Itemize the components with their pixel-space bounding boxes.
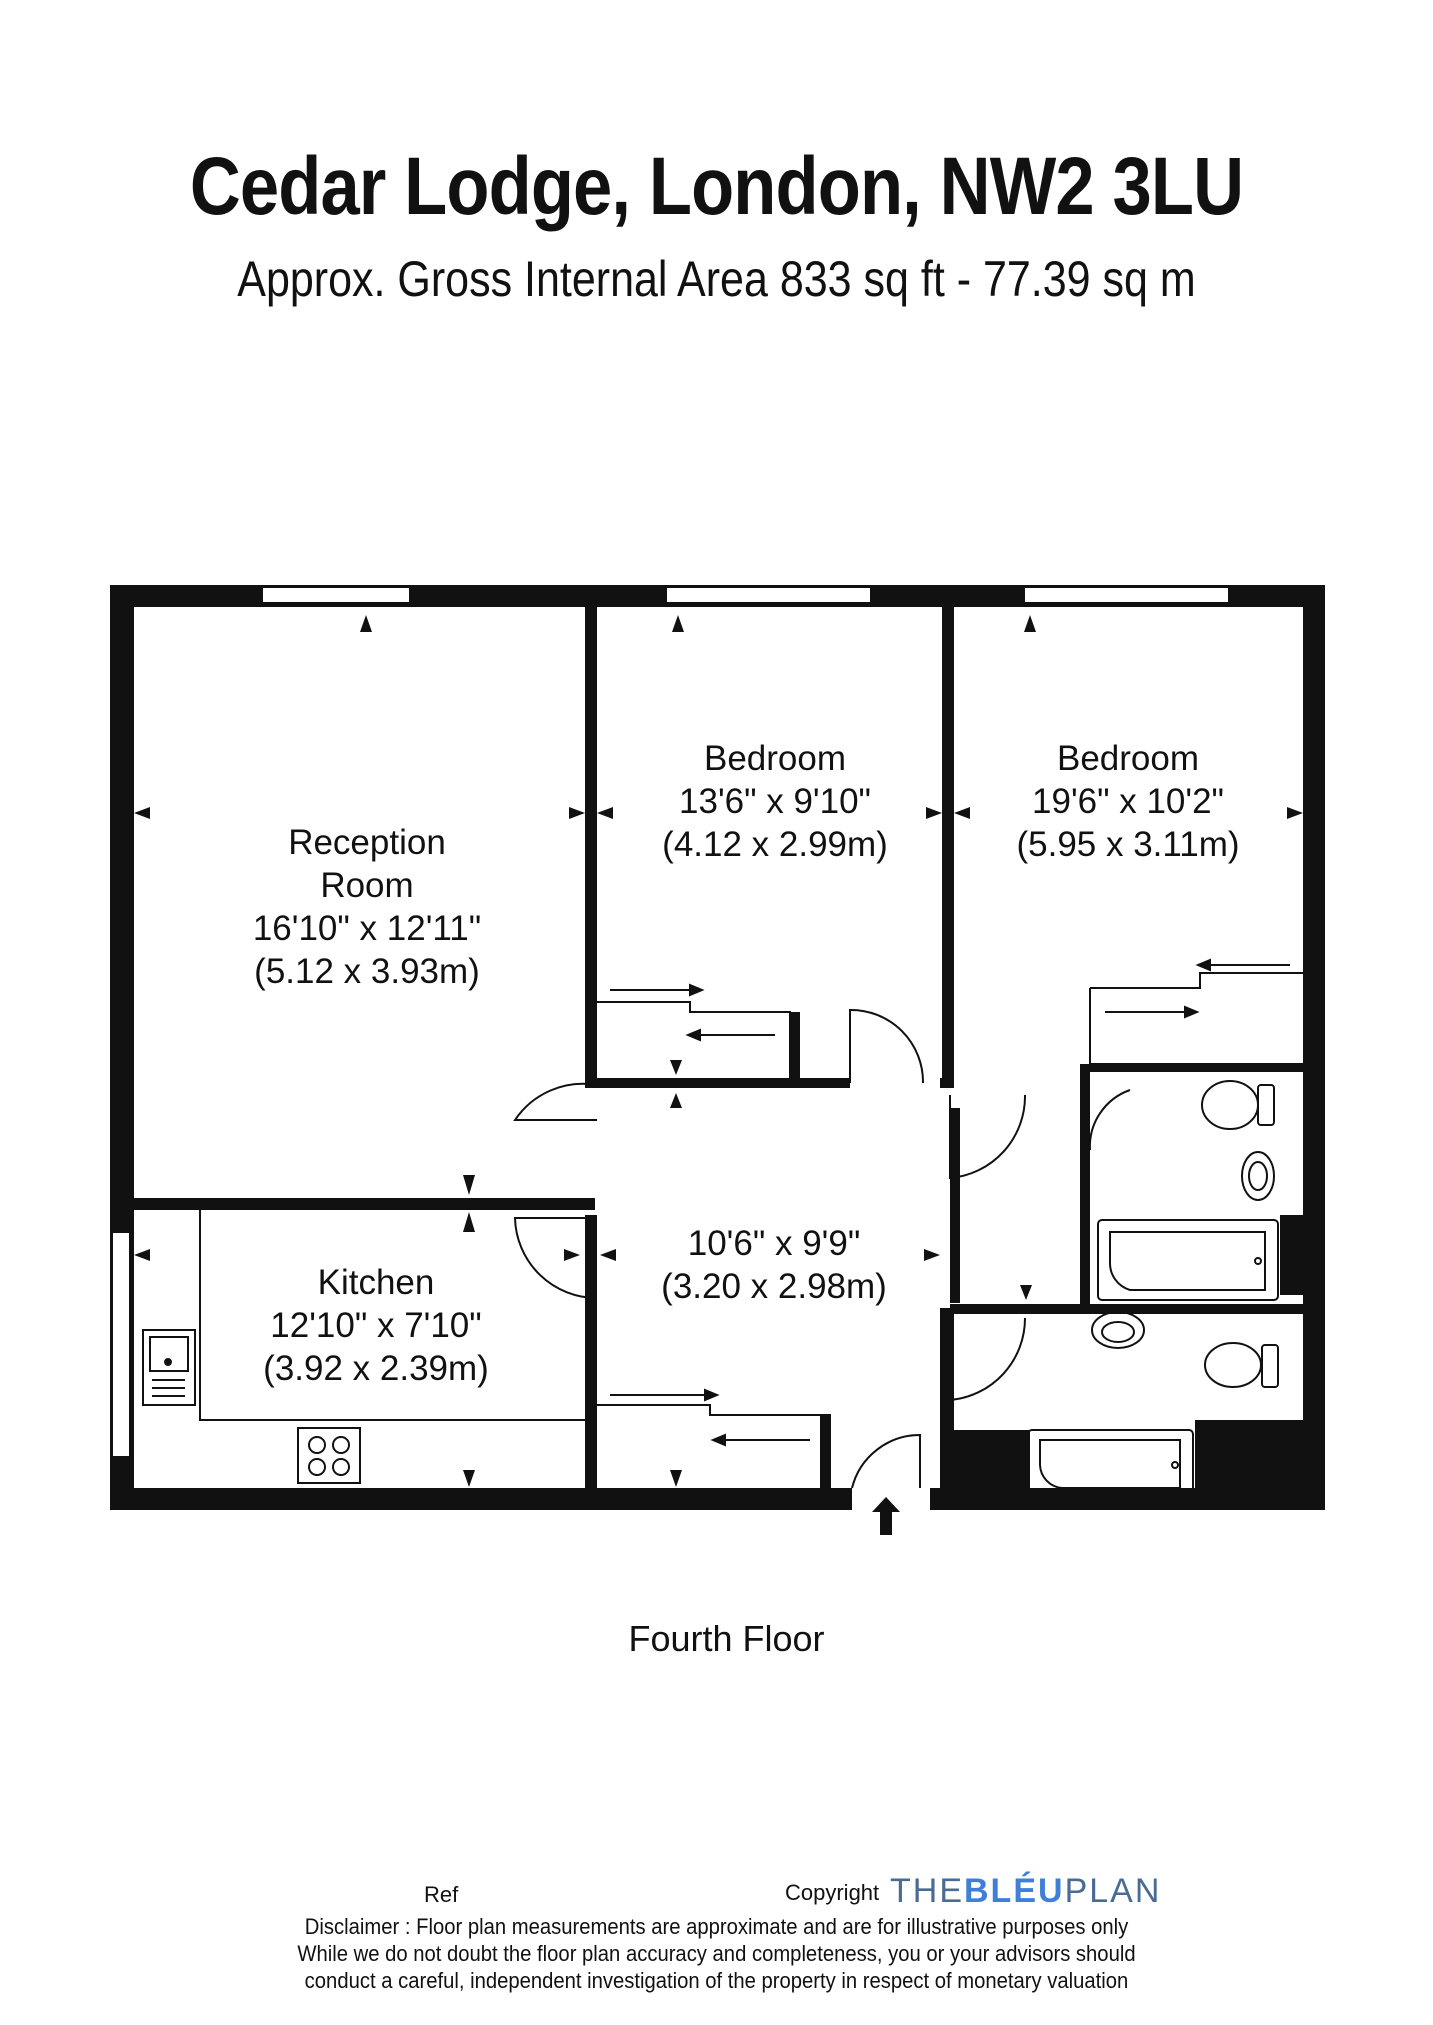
bedroom2-imperial: 19'6" x 10'2" (1032, 782, 1224, 821)
disclaimer-line: While we do not doubt the floor plan acc… (297, 1941, 1136, 1966)
ensuite-basin (1241, 1151, 1275, 1201)
reception-metric: (5.12 x 3.93m) (254, 952, 480, 991)
logo-suffix: PLAN (1064, 1872, 1162, 1910)
ref-label: Ref (424, 1882, 459, 1907)
wardrobe-bedroom2 (1090, 972, 1305, 989)
bathroom-fittings (1027, 1080, 1279, 1501)
partition-kitchen-top (130, 1198, 595, 1210)
wardrobe-hall (597, 1404, 831, 1490)
partition-corridor-top-right (940, 1078, 954, 1088)
bedroom2-name: Bedroom (1057, 739, 1199, 778)
room-bedroom-1: Bedroom 13'6" x 9'10" (4.12 x 2.99m) (662, 739, 888, 864)
kitchen-worktop (199, 1210, 585, 1421)
door-entrance (851, 1433, 921, 1489)
bathroom-toilet (1204, 1342, 1262, 1388)
entrance-arrow (872, 1497, 900, 1535)
partition-bedroom-bedroom (942, 600, 954, 1085)
page-title: Cedar Lodge, London, NW2 3LU (189, 141, 1244, 232)
kitchen-metric: (3.92 x 2.39m) (263, 1349, 489, 1388)
floor-label: Fourth Floor (628, 1618, 825, 1659)
partition-bath-top (950, 1304, 1305, 1314)
brand-logo: THEBLÉUPLAN (890, 1872, 1161, 1911)
door-bathroom (949, 1317, 1027, 1402)
disclaimer-line: Disclaimer : Floor plan measurements are… (304, 1914, 1129, 1939)
kitchen-sink (142, 1329, 196, 1406)
kitchen-imperial: 12'10" x 7'10" (270, 1306, 481, 1345)
room-kitchen: Kitchen 12'10" x 7'10" (3.92 x 2.39m) (263, 1263, 489, 1388)
room-bedroom-2: Bedroom 19'6" x 10'2" (5.95 x 3.11m) (1016, 739, 1239, 864)
windows (111, 586, 1230, 1458)
partition-kitchen-right (585, 1215, 597, 1490)
bedroom1-imperial: 13'6" x 9'10" (679, 782, 871, 821)
partition-hall-right (950, 1108, 960, 1303)
measurement-arrows (134, 615, 1303, 1535)
reception-imperial: 16'10" x 12'11" (253, 909, 481, 948)
wardrobes (597, 972, 1305, 1490)
bathroom-basin (1091, 1311, 1145, 1349)
bath-corner-block-2 (1195, 1420, 1305, 1490)
ensuite-wall-stub (1280, 1215, 1305, 1295)
reception-name-line1: Reception (288, 823, 446, 862)
bath-corner-block (940, 1430, 1030, 1490)
wardrobe-arrows (610, 958, 1290, 1447)
window-bedroom1 (665, 586, 872, 604)
window-kitchen (111, 1231, 131, 1458)
copyright-label: Copyright (785, 1880, 880, 1905)
partition-ensuite-left (1080, 1064, 1090, 1308)
window-bedroom2 (1023, 586, 1230, 604)
disclaimer-line: conduct a careful, independent investiga… (304, 1968, 1129, 1993)
room-hall: 10'6" x 9'9" (3.20 x 2.98m) (661, 1224, 887, 1306)
room-reception: Reception Room 16'10" x 12'11" (5.12 x 3… (253, 823, 481, 991)
door-reception (513, 1082, 598, 1121)
hall-imperial: 10'6" x 9'9" (688, 1224, 861, 1263)
logo-prefix: THE (890, 1872, 964, 1910)
wardrobe-bedroom1 (597, 1001, 791, 1080)
bedroom2-metric: (5.95 x 3.11m) (1016, 825, 1239, 864)
partition-reception-bedroom (585, 600, 597, 1085)
partition-corridor-top (585, 1078, 850, 1088)
bedroom1-name: Bedroom (704, 739, 846, 778)
logo-bold: BLÉU (964, 1872, 1065, 1910)
window-reception (261, 586, 411, 604)
area-subtitle: Approx. Gross Internal Area 833 sq ft - … (237, 251, 1196, 307)
wall-bedroom2-corner (1080, 1064, 1305, 1072)
kitchen-fittings (142, 1210, 585, 1484)
disclaimer: Disclaimer : Floor plan measurements are… (0, 1913, 1433, 1994)
door-kitchen (513, 1217, 598, 1299)
partition-wardrobe2-right (820, 1415, 830, 1490)
partition-wardrobe-right (790, 1012, 800, 1084)
reception-name-line2: Room (320, 866, 413, 905)
doors (513, 1008, 1131, 1489)
door-ensuite (1088, 1089, 1131, 1151)
bedroom1-metric: (4.12 x 2.99m) (662, 825, 888, 864)
door-bedroom1 (849, 1008, 925, 1084)
ensuite-toilet (1201, 1080, 1259, 1130)
kitchen-hob (297, 1427, 361, 1484)
kitchen-name: Kitchen (318, 1263, 435, 1302)
bathroom-bath (1027, 1429, 1194, 1501)
hall-metric: (3.20 x 2.98m) (661, 1267, 887, 1306)
outer-wall-bottom-left (110, 1488, 852, 1510)
ensuite-bath (1097, 1219, 1279, 1301)
outer-wall-right (1303, 585, 1325, 1510)
door-bedroom2 (949, 1094, 1027, 1180)
